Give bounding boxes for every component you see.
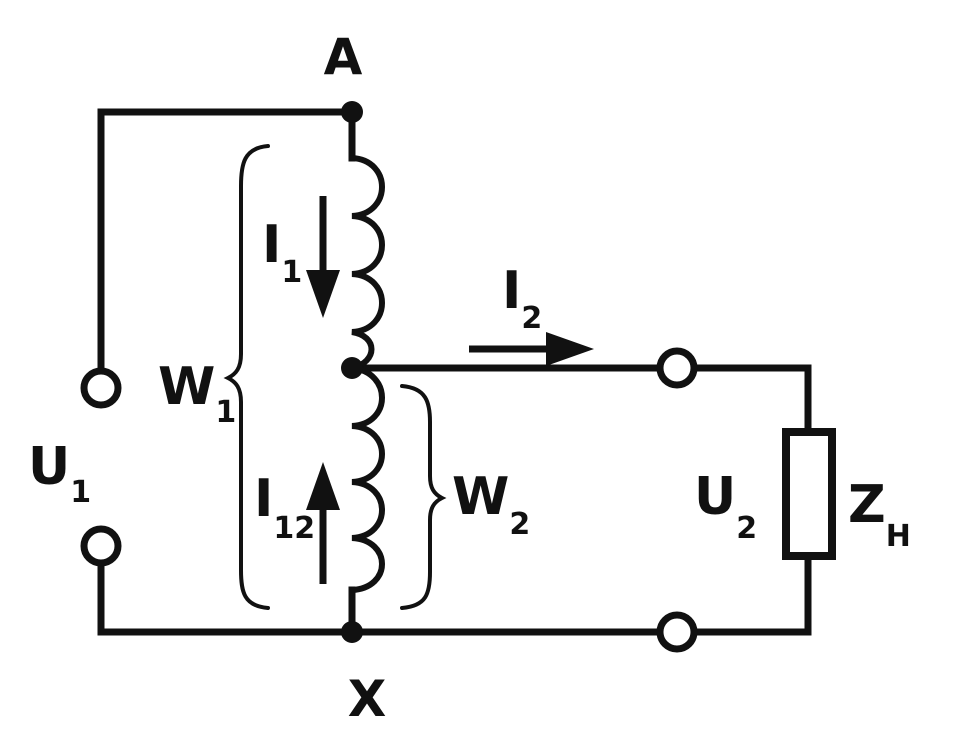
u1-sub: 1 xyxy=(70,475,91,510)
i2-main: I xyxy=(502,261,521,321)
u2-label: U2 xyxy=(694,467,757,546)
u2-sub: 2 xyxy=(736,511,757,546)
w2-main: W xyxy=(452,467,509,527)
node-x-dot xyxy=(341,621,363,643)
zh-sub: H xyxy=(886,519,911,554)
i2-sub: 2 xyxy=(521,301,542,336)
load-bottom-wire xyxy=(694,552,812,636)
u1-main: U xyxy=(28,437,70,497)
zh-label: ZH xyxy=(848,475,911,554)
w1-main: W xyxy=(158,357,215,417)
u1-label: U1 xyxy=(28,437,91,510)
input-top-wire xyxy=(97,108,356,372)
zh-main: Z xyxy=(848,475,886,535)
i12-sub: 12 xyxy=(273,511,315,546)
tap-dot xyxy=(341,357,363,379)
lower-winding-coil xyxy=(349,365,385,593)
upper-winding-coil xyxy=(349,155,385,371)
i1-sub: 1 xyxy=(281,255,302,290)
input-bottom-wire xyxy=(97,563,356,636)
input-terminal-top xyxy=(80,367,122,409)
i2-label: I2 xyxy=(502,261,542,336)
node-a-label: A xyxy=(324,28,363,86)
load-impedance xyxy=(782,428,836,560)
i12-arrow xyxy=(306,462,340,584)
w1-label: W1 xyxy=(158,357,236,430)
i1-arrow xyxy=(306,196,340,318)
w2-sub: 2 xyxy=(509,507,530,542)
i12-label: I12 xyxy=(254,469,315,546)
load-top-wire xyxy=(694,364,812,436)
i1-main: I xyxy=(262,215,281,275)
w2-label: W2 xyxy=(452,467,530,542)
node-a-dot xyxy=(341,101,363,123)
w2-brace xyxy=(400,384,447,610)
i12-main: I xyxy=(254,469,273,529)
node-x-label: X xyxy=(348,670,387,728)
i1-label: I1 xyxy=(262,215,302,290)
i2-arrow xyxy=(469,332,594,366)
w1-sub: 1 xyxy=(215,395,236,430)
output-terminal-bottom xyxy=(656,611,698,653)
input-terminal-bottom xyxy=(80,525,122,567)
w1-brace xyxy=(223,144,270,610)
u2-main: U xyxy=(694,467,736,527)
output-terminal-top xyxy=(656,347,698,389)
